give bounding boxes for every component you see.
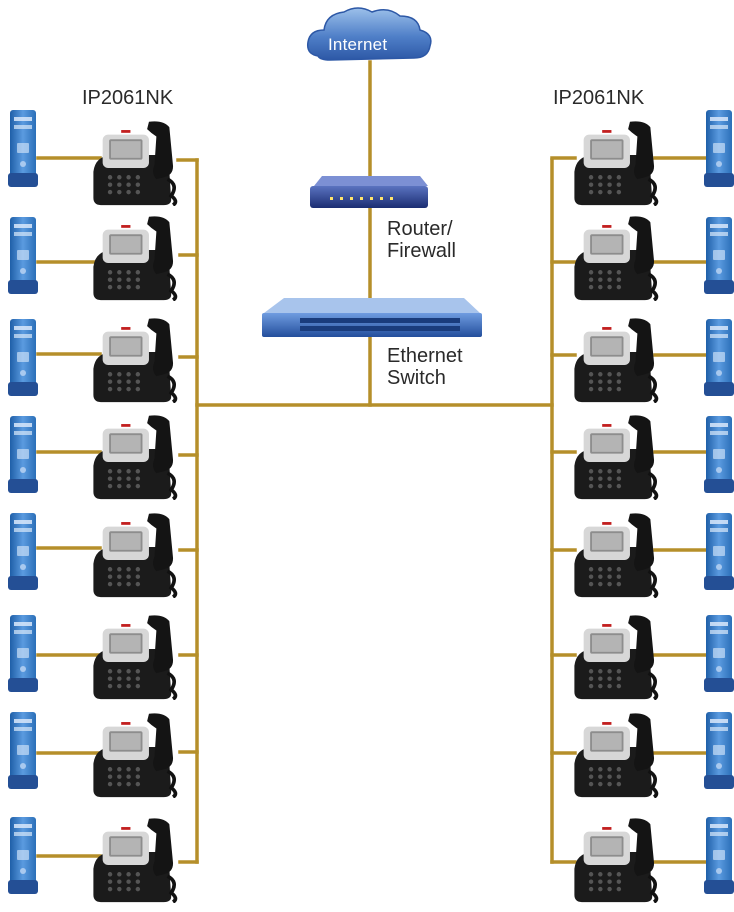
pc-tower <box>8 712 38 789</box>
pc-tower <box>704 110 734 187</box>
pc-tower <box>704 817 734 894</box>
ethernet-switch-device <box>262 298 482 337</box>
internet-cloud <box>306 7 432 61</box>
switch-label-line2: Switch <box>387 367 446 389</box>
pc-tower <box>8 319 38 396</box>
pc-tower <box>704 513 734 590</box>
left-group-label: IP2061NK <box>82 87 174 109</box>
ip-phone <box>572 119 659 206</box>
pc-tower <box>8 513 38 590</box>
ip-phone <box>572 511 659 598</box>
right-device-group <box>572 110 734 903</box>
pc-tower <box>704 712 734 789</box>
router-label-line1: Router/ <box>387 218 453 240</box>
ip-phone <box>91 214 178 301</box>
pc-tower <box>8 110 38 187</box>
router-firewall-device <box>310 176 428 208</box>
pc-tower <box>8 416 38 493</box>
right-group-label: IP2061NK <box>553 87 645 109</box>
pc-tower <box>8 217 38 294</box>
switch-label-line1: Ethernet <box>387 345 463 367</box>
pc-tower <box>8 615 38 692</box>
ip-phone <box>572 214 659 301</box>
ip-phone <box>572 413 659 500</box>
pc-tower <box>704 319 734 396</box>
pc-tower <box>8 817 38 894</box>
ip-phone <box>572 711 659 798</box>
ip-phone <box>572 816 659 903</box>
right-row-cables <box>550 156 707 864</box>
pc-tower <box>704 416 734 493</box>
ip-phone <box>91 413 178 500</box>
ip-phone <box>91 711 178 798</box>
ip-phone <box>572 613 659 700</box>
ip-phone <box>91 816 178 903</box>
left-device-group <box>8 110 178 903</box>
cabling <box>36 60 707 864</box>
ip-phone <box>91 119 178 206</box>
ip-phone <box>572 316 659 403</box>
ip-phone <box>91 511 178 598</box>
router-label-line2: Firewall <box>387 240 456 262</box>
pc-tower <box>704 217 734 294</box>
ip-phone <box>91 613 178 700</box>
ip-phone <box>91 316 178 403</box>
left-row-cables <box>36 156 199 864</box>
pc-tower <box>704 615 734 692</box>
internet-label: Internet <box>328 35 388 54</box>
